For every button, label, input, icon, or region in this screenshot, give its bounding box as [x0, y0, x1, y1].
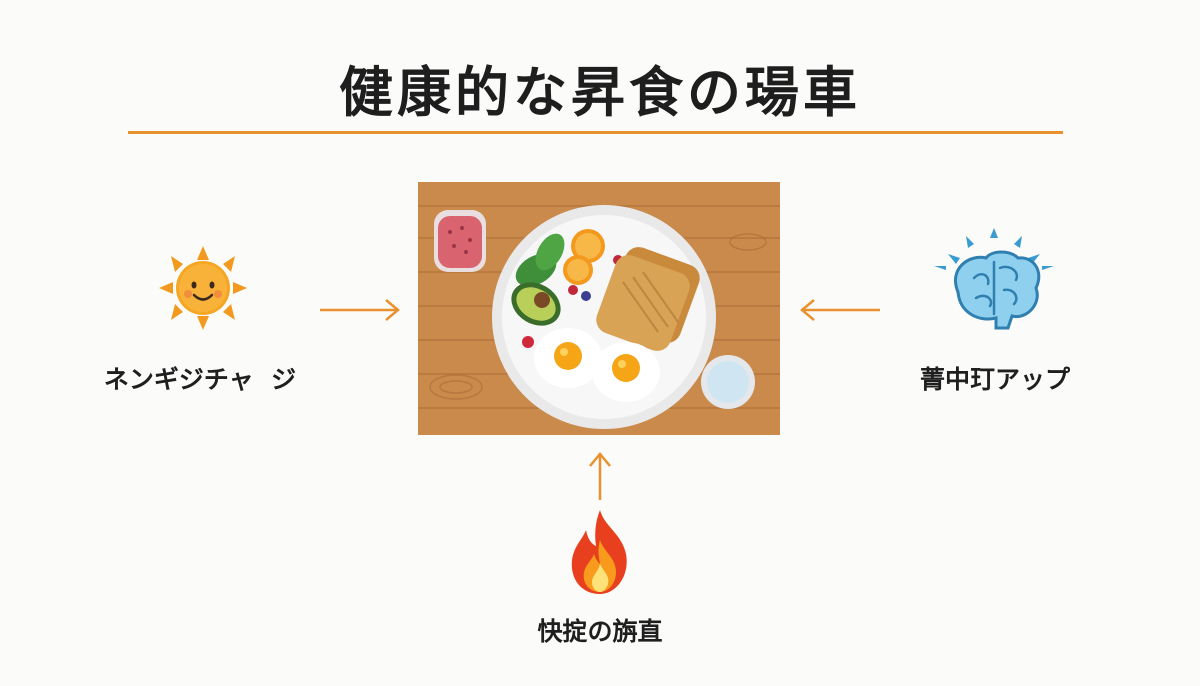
arrow-right-to-center — [798, 298, 882, 326]
brain-icon — [930, 228, 1058, 344]
page-title: 健康的な昇食の瑒車 — [339, 61, 861, 124]
breakfast-plate-illustration — [418, 182, 780, 435]
node-label-condition: 快掟の旃直 — [537, 617, 663, 646]
arrow-left-to-center — [318, 298, 402, 326]
arrow-bottom-to-center — [588, 450, 612, 506]
sun-icon — [155, 246, 251, 334]
node-label-energy: ネンギジチャ ジ — [103, 365, 297, 394]
fire-icon — [566, 510, 634, 598]
node-label-focus: 菁中玎アップ — [919, 365, 1070, 394]
title-divider — [128, 131, 1063, 134]
